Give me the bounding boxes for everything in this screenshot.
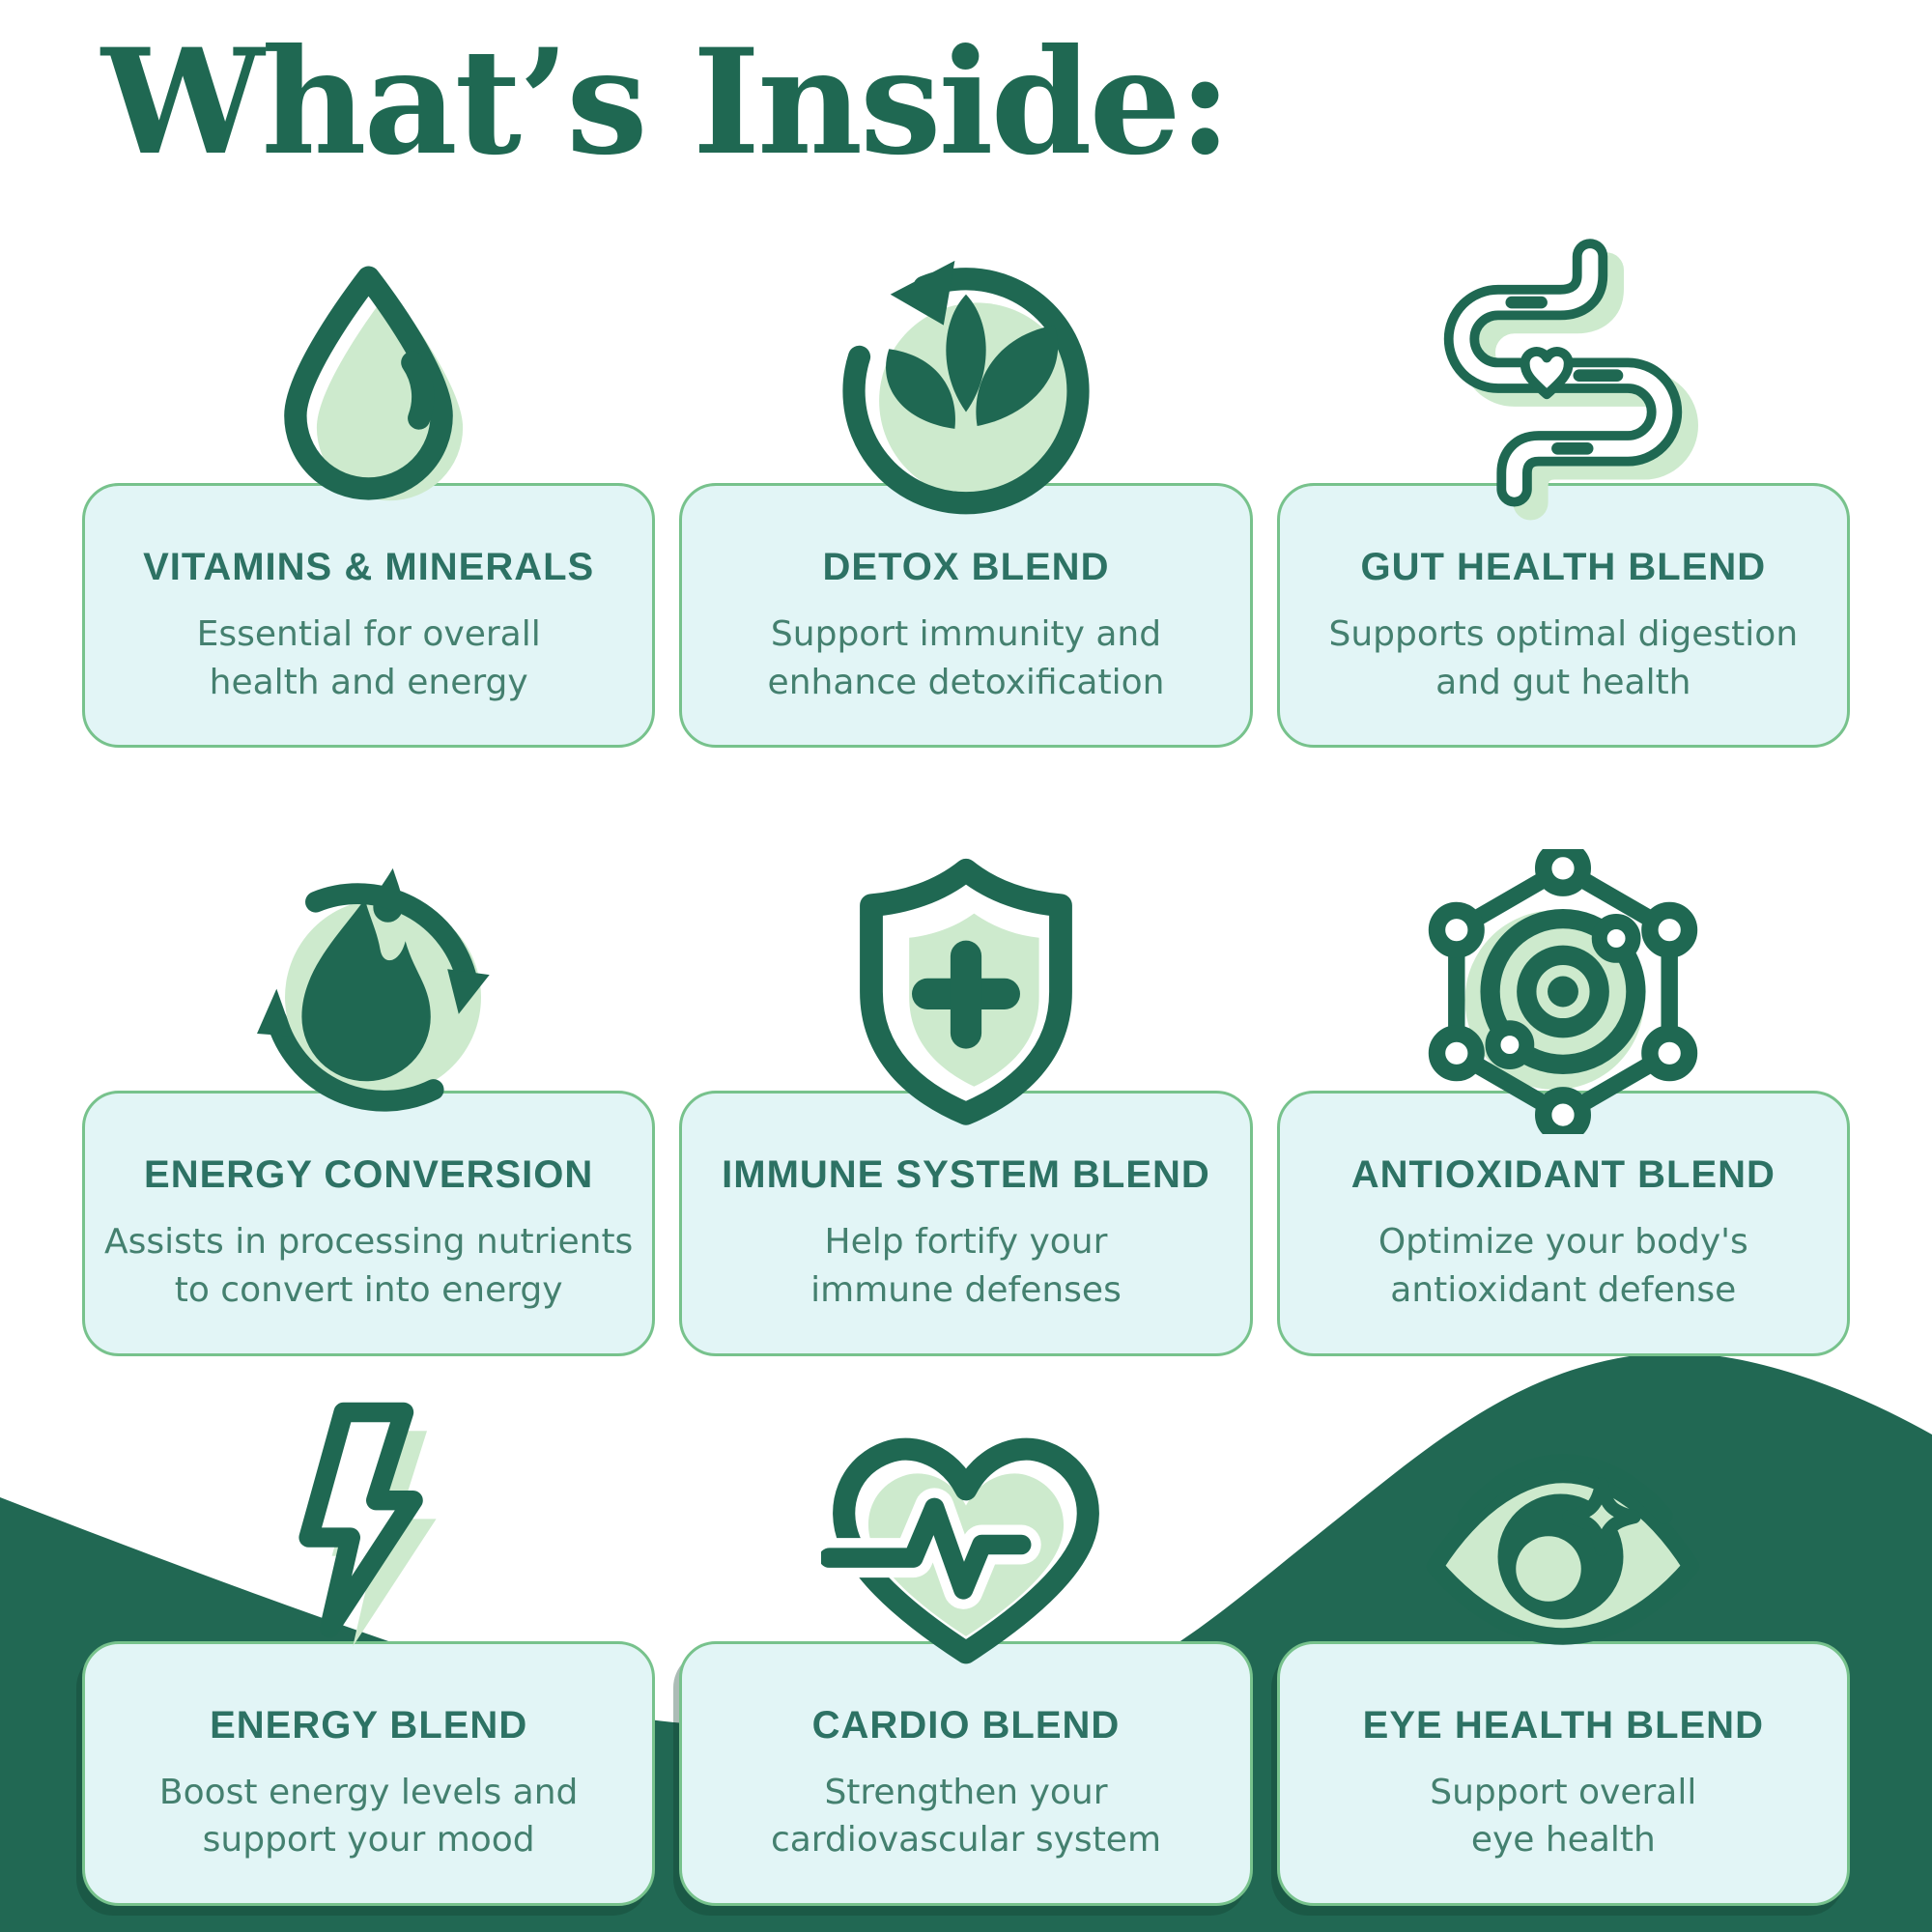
card-title: GUT HEALTH BLEND xyxy=(1360,546,1767,588)
card-title: EYE HEALTH BLEND xyxy=(1362,1703,1764,1747)
card-vitamins-minerals: VITAMINS & MINERALS Essential for overal… xyxy=(82,237,656,749)
card-energy-conversion: ENERGY CONVERSION Assists in processing … xyxy=(82,844,656,1356)
card-description: Assists in processing nutrients to conve… xyxy=(104,1222,634,1311)
card-description: Optimize your body's antioxidant defense xyxy=(1378,1222,1748,1311)
card-title: ENERGY BLEND xyxy=(210,1703,528,1747)
card-description: Essential for overall health and energy xyxy=(196,614,541,702)
card-title: IMMUNE SYSTEM BLEND xyxy=(722,1153,1210,1197)
card-description: Boost energy levels and support your moo… xyxy=(158,1772,579,1861)
page-title: What’s Inside: xyxy=(101,17,1232,187)
card-detox-blend: DETOX BLEND Support immunity and enhance… xyxy=(679,237,1253,749)
antioxidant-molecule-icon xyxy=(1429,849,1698,1135)
card-antioxidant-blend: ANTIOXIDANT BLEND Optimize your body's a… xyxy=(1276,844,1850,1356)
gut-intestine-icon xyxy=(1444,239,1699,521)
flame-cycle-icon xyxy=(256,868,490,1112)
card-title: CARDIO BLEND xyxy=(811,1703,1121,1747)
card-title: ENERGY CONVERSION xyxy=(144,1153,594,1197)
card-gut-health-blend: GUT HEALTH BLEND Supports optimal digest… xyxy=(1276,237,1850,749)
card-description: Supports optimal digestion and gut healt… xyxy=(1328,614,1799,702)
card-description: Help fortify your immune defenses xyxy=(810,1222,1122,1311)
detox-leaves-icon xyxy=(842,260,1090,515)
card-energy-blend: ENERGY BLEND Boost energy levels and sup… xyxy=(82,1395,656,1907)
heart-pulse-icon xyxy=(820,1437,1099,1664)
lightning-bolt-icon xyxy=(298,1402,437,1647)
card-eye-health-blend: EYE HEALTH BLEND Support overall eye hea… xyxy=(1276,1395,1850,1907)
card-title: VITAMINS & MINERALS xyxy=(143,546,595,588)
water-drop-icon xyxy=(284,266,464,501)
card-description: Support immunity and enhance detoxificat… xyxy=(767,614,1165,702)
card-grid: VITAMINS & MINERALS Essential for overal… xyxy=(82,237,1850,1907)
card-title: ANTIOXIDANT BLEND xyxy=(1350,1153,1776,1197)
eye-sparkle-icon xyxy=(1427,1453,1700,1645)
card-cardio-blend: CARDIO BLEND Strengthen your cardiovascu… xyxy=(679,1395,1253,1907)
card-immune-system-blend: IMMUNE SYSTEM BLEND Help fortify your im… xyxy=(679,844,1253,1356)
card-title: DETOX BLEND xyxy=(822,546,1110,588)
card-description: Support overall eye health xyxy=(1430,1772,1697,1861)
card-description: Strengthen your cardiovascular system xyxy=(770,1772,1162,1861)
shield-plus-icon xyxy=(860,859,1072,1126)
